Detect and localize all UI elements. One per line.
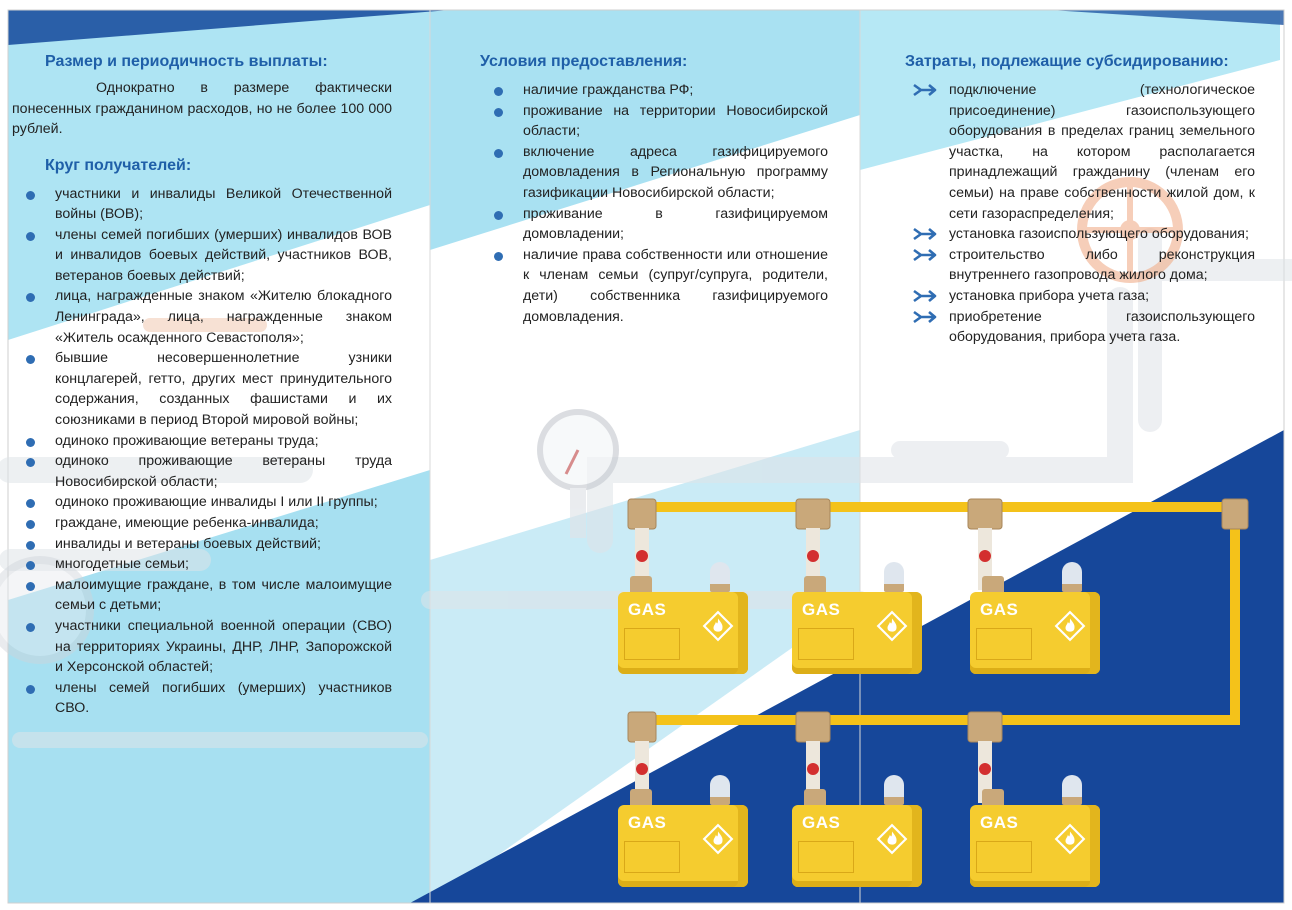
condition-item-text: включение адреса газифицируемого домовла… [523,143,828,201]
cost-item: подключение (технологическое присоединен… [905,80,1255,224]
cost-item-text: приобретение газоиспользующего оборудова… [949,308,1255,346]
recipient-item-text: многодетные семьи; [55,556,189,573]
arrow-bullet-icon [913,228,937,241]
condition-item: включение адреса газифицируемого домовла… [480,142,828,204]
gas-label: GAS [628,600,667,619]
gas-cylinder: GAS [970,775,1100,887]
cylinder-cap [804,789,826,805]
recipient-item-text: малоимущие граждане, в том числе малоиму… [55,576,392,614]
recipient-item-text: одиноко проживающие ветераны труда Новос… [55,453,392,490]
cost-item: приобретение газоиспользующего оборудова… [905,307,1255,348]
condition-item: наличие гражданства РФ; [480,80,828,101]
condition-item-text: наличие гражданства РФ; [523,82,694,98]
condition-item-text: проживание в газифицируемом домовладении… [523,205,828,243]
flammable-icon [702,610,734,642]
cylinder-window [976,628,1032,660]
cylinder-gauge [884,562,904,592]
cost-item: установка прибора учета газа; [905,286,1255,307]
recipient-item: одиноко проживающие инвалиды I или II гр… [12,492,392,513]
recipient-item: многодетные семьи; [12,554,392,575]
cylinder-cap [804,576,826,592]
column-payment-recipients: Размер и периодичность выплаты: Однократ… [12,52,392,719]
arrow-bullet-icon [913,310,937,323]
recipient-item-text: граждане, имеющие ребенка-инвалида; [55,515,319,531]
conditions-list: наличие гражданства РФ; проживание на тер… [480,80,828,327]
recipient-item: граждане, имеющие ребенка-инвалида; [12,513,392,534]
costs-heading: Затраты, подлежащие субсидированию: [905,53,1229,70]
flammable-icon [1054,610,1086,642]
conditions-heading: Условия предоставления: [480,53,688,70]
cylinder-window [798,628,854,660]
cost-item-text: подключение (технологическое присоединен… [949,82,1255,222]
recipient-item-text: участники и инвалиды Великой Отечественн… [55,185,392,223]
gas-label: GAS [802,813,841,832]
cost-item-text: строительство либо реконструкция внутрен… [949,246,1255,284]
recipient-item-text: бывшие несовершеннолетние узники концлаг… [55,350,392,429]
recipient-item: малоимущие граждане, в том числе малоиму… [12,575,392,616]
recipient-item-text: члены семей погибших (умерших) инвалидов… [55,226,392,284]
gas-label: GAS [802,600,841,619]
column-subsidized-costs: Затраты, подлежащие субсидированию: подк… [905,52,1255,348]
recipient-item-text: инвалиды и ветераны боевых действий; [55,535,321,552]
condition-item-text: наличие права собственности или отношени… [523,246,828,325]
cylinder-gauge [710,562,730,592]
gas-cylinder: GAS [792,775,922,887]
recipient-item-text: одиноко проживающие ветераны труда; [55,432,319,449]
arrow-bullet-icon [913,248,937,261]
cylinder-gauge [1062,775,1082,805]
cylinder-cap [982,576,1004,592]
recipients-heading: Круг получателей: [45,156,192,174]
payment-heading: Размер и периодичность выплаты: [45,53,328,70]
condition-item: проживание в газифицируемом домовладении… [480,204,828,245]
payment-text: Однократно в размере фактически понесенн… [12,80,392,137]
gas-cylinder: GAS [618,562,748,674]
recipient-item: члены семей погибших (умерших) инвалидов… [12,225,392,287]
gas-cylinder: GAS [618,775,748,887]
cylinder-window [976,841,1032,873]
recipient-item: бывшие несовершеннолетние узники концлаг… [12,348,392,430]
flammable-icon [1054,823,1086,855]
flammable-icon [702,823,734,855]
arrow-bullet-icon [913,289,937,302]
cylinder-gauge [884,775,904,805]
gas-label: GAS [628,813,667,832]
recipient-item: лица, награжденные знаком «Жителю блокад… [12,286,392,348]
recipients-list: участники и инвалиды Великой Отечественн… [12,184,392,719]
cylinder-cap [982,789,1004,805]
recipient-item-text: одиноко проживающие инвалиды I или II гр… [55,494,378,511]
recipient-item: члены семей погибших (умерших) участнико… [12,678,392,719]
condition-item-text: проживание на территории Новосибирской о… [523,102,828,140]
recipient-item-text: лица, награжденные знаком «Жителю блокад… [55,288,392,346]
recipient-item: одиноко проживающие ветераны труда; [12,431,392,452]
gas-label: GAS [980,813,1019,832]
costs-list: подключение (технологическое присоединен… [905,80,1255,348]
condition-item: проживание на территории Новосибирской о… [480,101,828,142]
recipient-item-text: участники специальной военной операции (… [55,617,392,676]
arrow-bullet-icon [913,83,937,97]
cost-item: установка газоиспользующего оборудования… [905,224,1255,245]
flammable-icon [876,823,908,855]
cylinder-window [624,628,680,660]
cylinder-cap [630,576,652,592]
gas-cylinder: GAS [970,562,1100,674]
gas-cylinder: GAS [792,562,922,674]
recipient-item: одиноко проживающие ветераны труда Новос… [12,451,392,492]
cylinder-gauge [1062,562,1082,592]
cylinder-window [798,841,854,873]
column-conditions: Условия предоставления: наличие гражданс… [480,52,828,327]
cylinder-cap [630,789,652,805]
cost-item-text: установка прибора учета газа; [949,287,1150,304]
recipient-item: инвалиды и ветераны боевых действий; [12,534,392,555]
cylinder-gauge [710,775,730,805]
cost-item: строительство либо реконструкция внутрен… [905,245,1255,286]
recipient-item: участники и инвалиды Великой Отечественн… [12,184,392,225]
recipient-item-text: члены семей погибших (умерших) участнико… [55,679,392,717]
cost-item-text: установка газоиспользующего оборудования… [949,226,1249,243]
condition-item: наличие права собственности или отношени… [480,245,828,327]
recipient-item: участники специальной военной операции (… [12,616,392,678]
gas-label: GAS [980,600,1019,619]
flammable-icon [876,610,908,642]
cylinder-window [624,841,680,873]
